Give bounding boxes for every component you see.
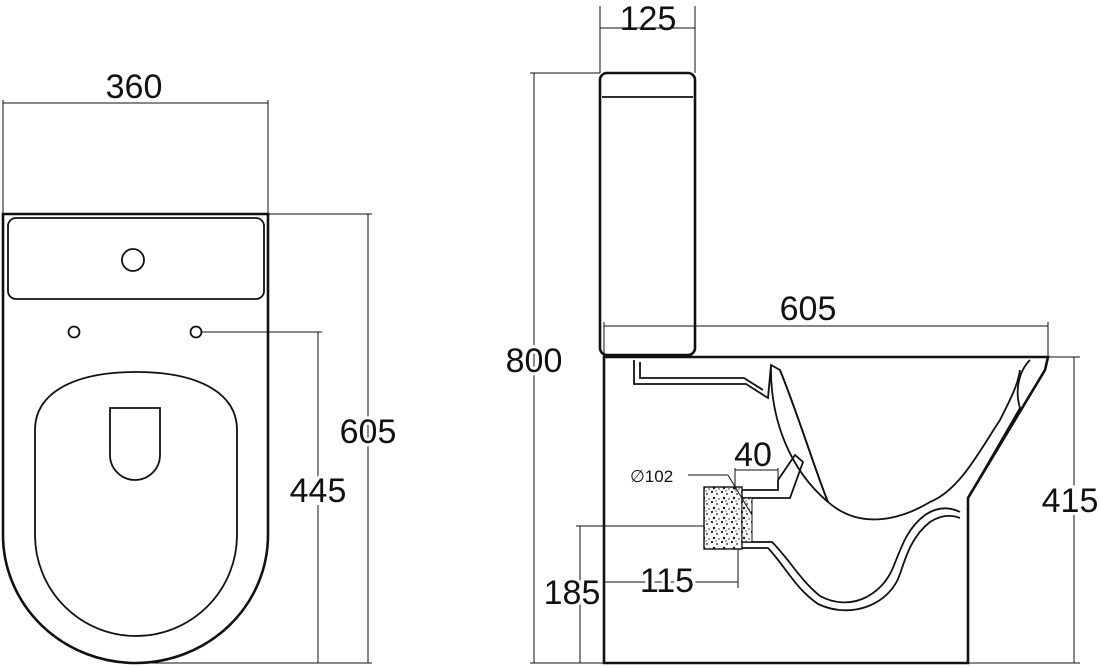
cistern-top xyxy=(7,217,265,300)
dim-outlet-height: 185 xyxy=(544,574,601,612)
hinge-hole-left xyxy=(67,325,81,339)
top-view-outline xyxy=(1,212,270,665)
top-view: 360 605 445 xyxy=(1,68,399,665)
dim-outlet-offset: 115 xyxy=(640,562,694,600)
pan-outline xyxy=(602,355,1050,665)
bowl-opening xyxy=(109,407,161,481)
dim-fixing-distance: 445 xyxy=(290,472,347,510)
dim-top-depth: 605 xyxy=(340,413,397,451)
dim-outlet-diameter: ∅102 xyxy=(630,467,673,486)
dim-outlet-inset: 40 xyxy=(734,436,772,474)
cistern-side xyxy=(598,71,697,357)
flush-channel xyxy=(633,360,772,400)
dim-pan-depth: 605 xyxy=(780,290,837,328)
dim-top-width: 360 xyxy=(106,68,163,106)
dim-total-height: 800 xyxy=(506,342,563,380)
flush-button-hole xyxy=(121,248,145,272)
seat-outline xyxy=(34,371,238,637)
dim-pan-height: 415 xyxy=(1042,482,1099,520)
outlet-socket-inner xyxy=(741,497,753,543)
trapway xyxy=(742,453,805,499)
dim-cistern-depth: 125 xyxy=(620,0,677,38)
hinge-hole-right xyxy=(189,325,203,339)
outlet-socket xyxy=(703,486,743,550)
side-view: 125 800 605 415 ∅102 40 115 185 xyxy=(503,0,1100,665)
